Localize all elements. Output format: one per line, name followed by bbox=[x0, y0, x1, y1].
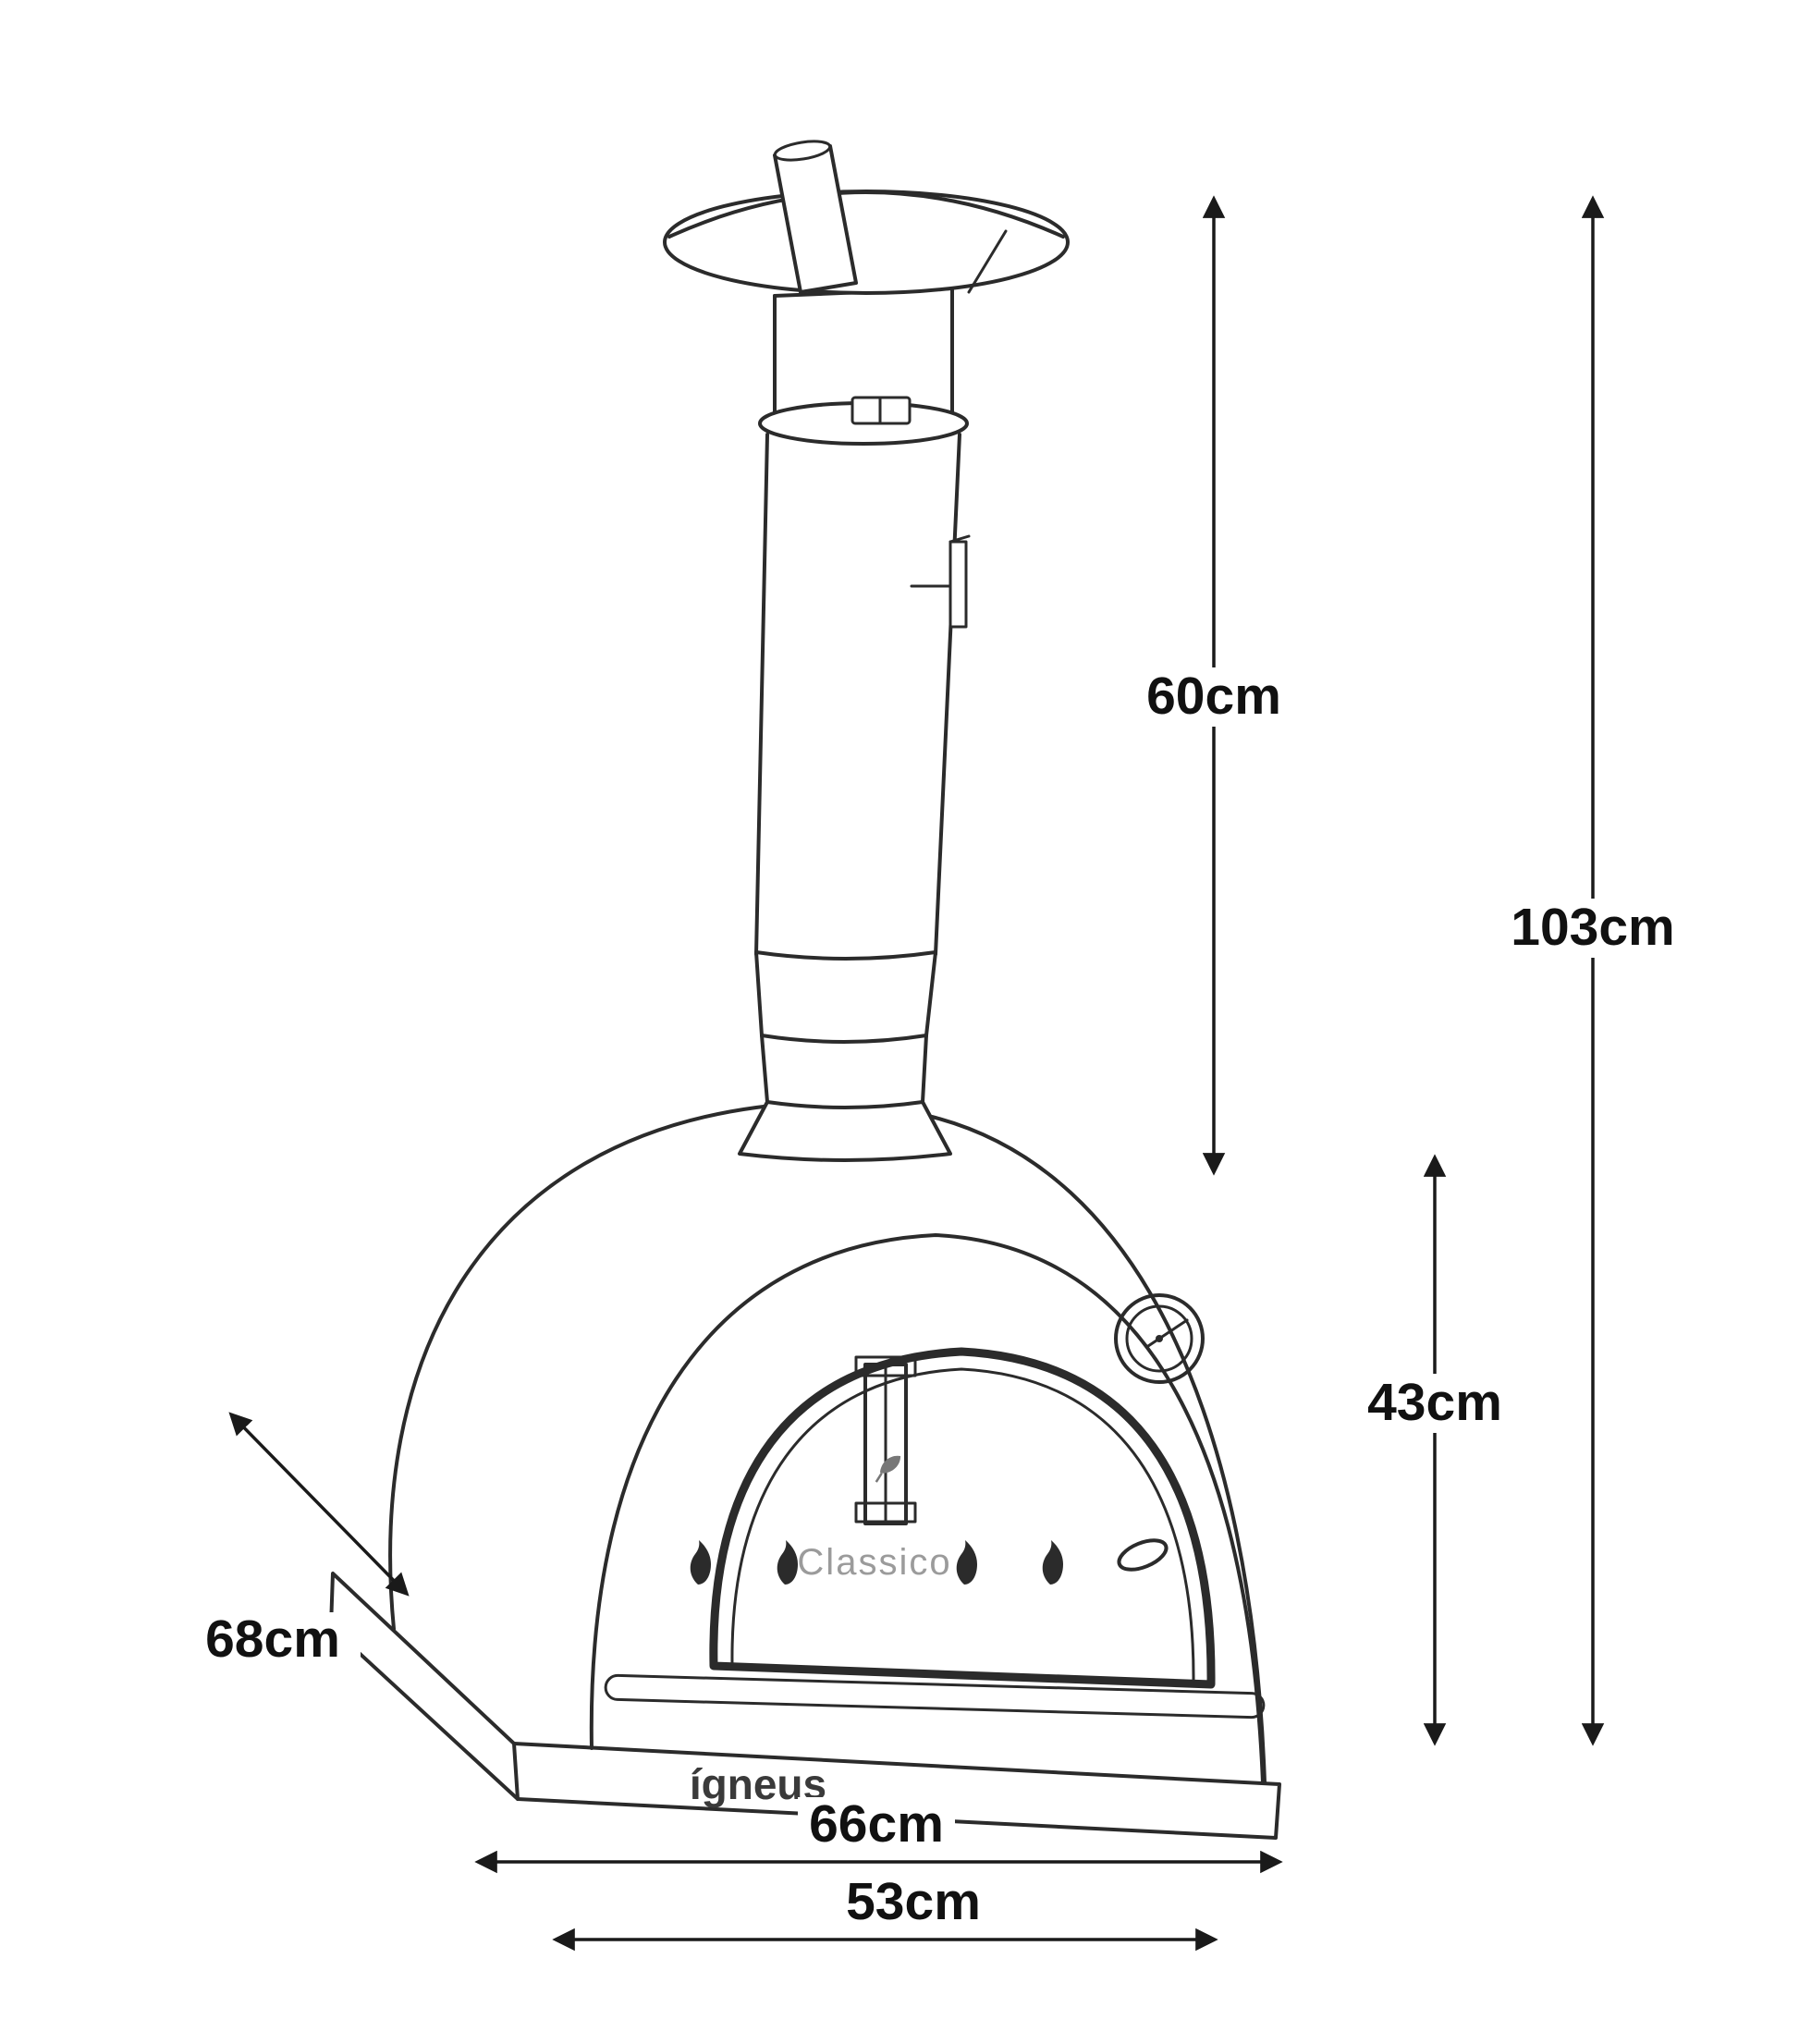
damper-latch bbox=[910, 534, 971, 629]
dimension-label-width: 66cm bbox=[809, 1794, 944, 1854]
dimension-base-width: 53cm bbox=[552, 1872, 1218, 1952]
door-frame-inner-line bbox=[730, 1367, 1195, 1683]
thermometer-icon bbox=[1114, 1293, 1205, 1384]
dimension-depth: 68cm bbox=[185, 1412, 410, 1669]
dimension-oven-body-height: 43cm bbox=[1356, 1154, 1513, 1746]
rain-cap-icon bbox=[663, 140, 1070, 295]
leaf-icon bbox=[875, 1455, 901, 1483]
dimension-chimney-height: 60cm bbox=[1135, 195, 1292, 1176]
chimney-collar bbox=[758, 396, 969, 446]
base-slab-front bbox=[512, 1742, 1281, 1840]
model-label: Classico bbox=[797, 1542, 951, 1583]
dimension-label-total-height: 103cm bbox=[1511, 898, 1675, 957]
cap-stub-pipe bbox=[773, 140, 858, 294]
dimension-label-chimney-height: 60cm bbox=[1146, 667, 1281, 726]
front-lip-strip bbox=[604, 1673, 1266, 1720]
base-slab bbox=[329, 1572, 1281, 1840]
dimension-line bbox=[228, 1412, 410, 1597]
dimension-label-base-width: 53cm bbox=[846, 1872, 981, 1931]
chimney-skirt bbox=[738, 1100, 952, 1162]
door-handle bbox=[854, 1355, 917, 1525]
flame-icon bbox=[690, 1540, 711, 1585]
flame-row bbox=[690, 1538, 1169, 1585]
base-slab-side bbox=[329, 1572, 520, 1801]
door-frame bbox=[709, 1347, 1216, 1689]
dimension-width: 66cm bbox=[474, 1794, 1283, 1874]
pizza-peel-icon bbox=[1117, 1538, 1169, 1572]
dimension-label-oven-body-height: 43cm bbox=[1367, 1373, 1502, 1432]
dimension-total-height: 103cm bbox=[1487, 195, 1699, 1746]
dimension-label-depth: 68cm bbox=[205, 1609, 340, 1669]
front-face-arch bbox=[589, 1233, 1265, 1784]
door-opening: Classico bbox=[604, 1347, 1266, 1720]
chimney-pipe bbox=[663, 140, 1070, 1162]
